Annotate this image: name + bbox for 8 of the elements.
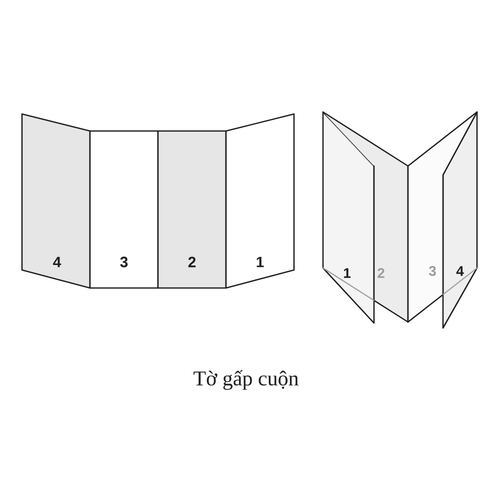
panel: 3	[89, 130, 159, 289]
panel: 1	[322, 111, 375, 324]
panel: 4	[21, 113, 91, 289]
panel: 1	[225, 113, 295, 289]
caption: Tờ gấp cuộn	[194, 370, 298, 390]
node-label: 3	[428, 266, 436, 276]
panel: 2	[157, 130, 227, 289]
panel: 4	[442, 111, 478, 329]
